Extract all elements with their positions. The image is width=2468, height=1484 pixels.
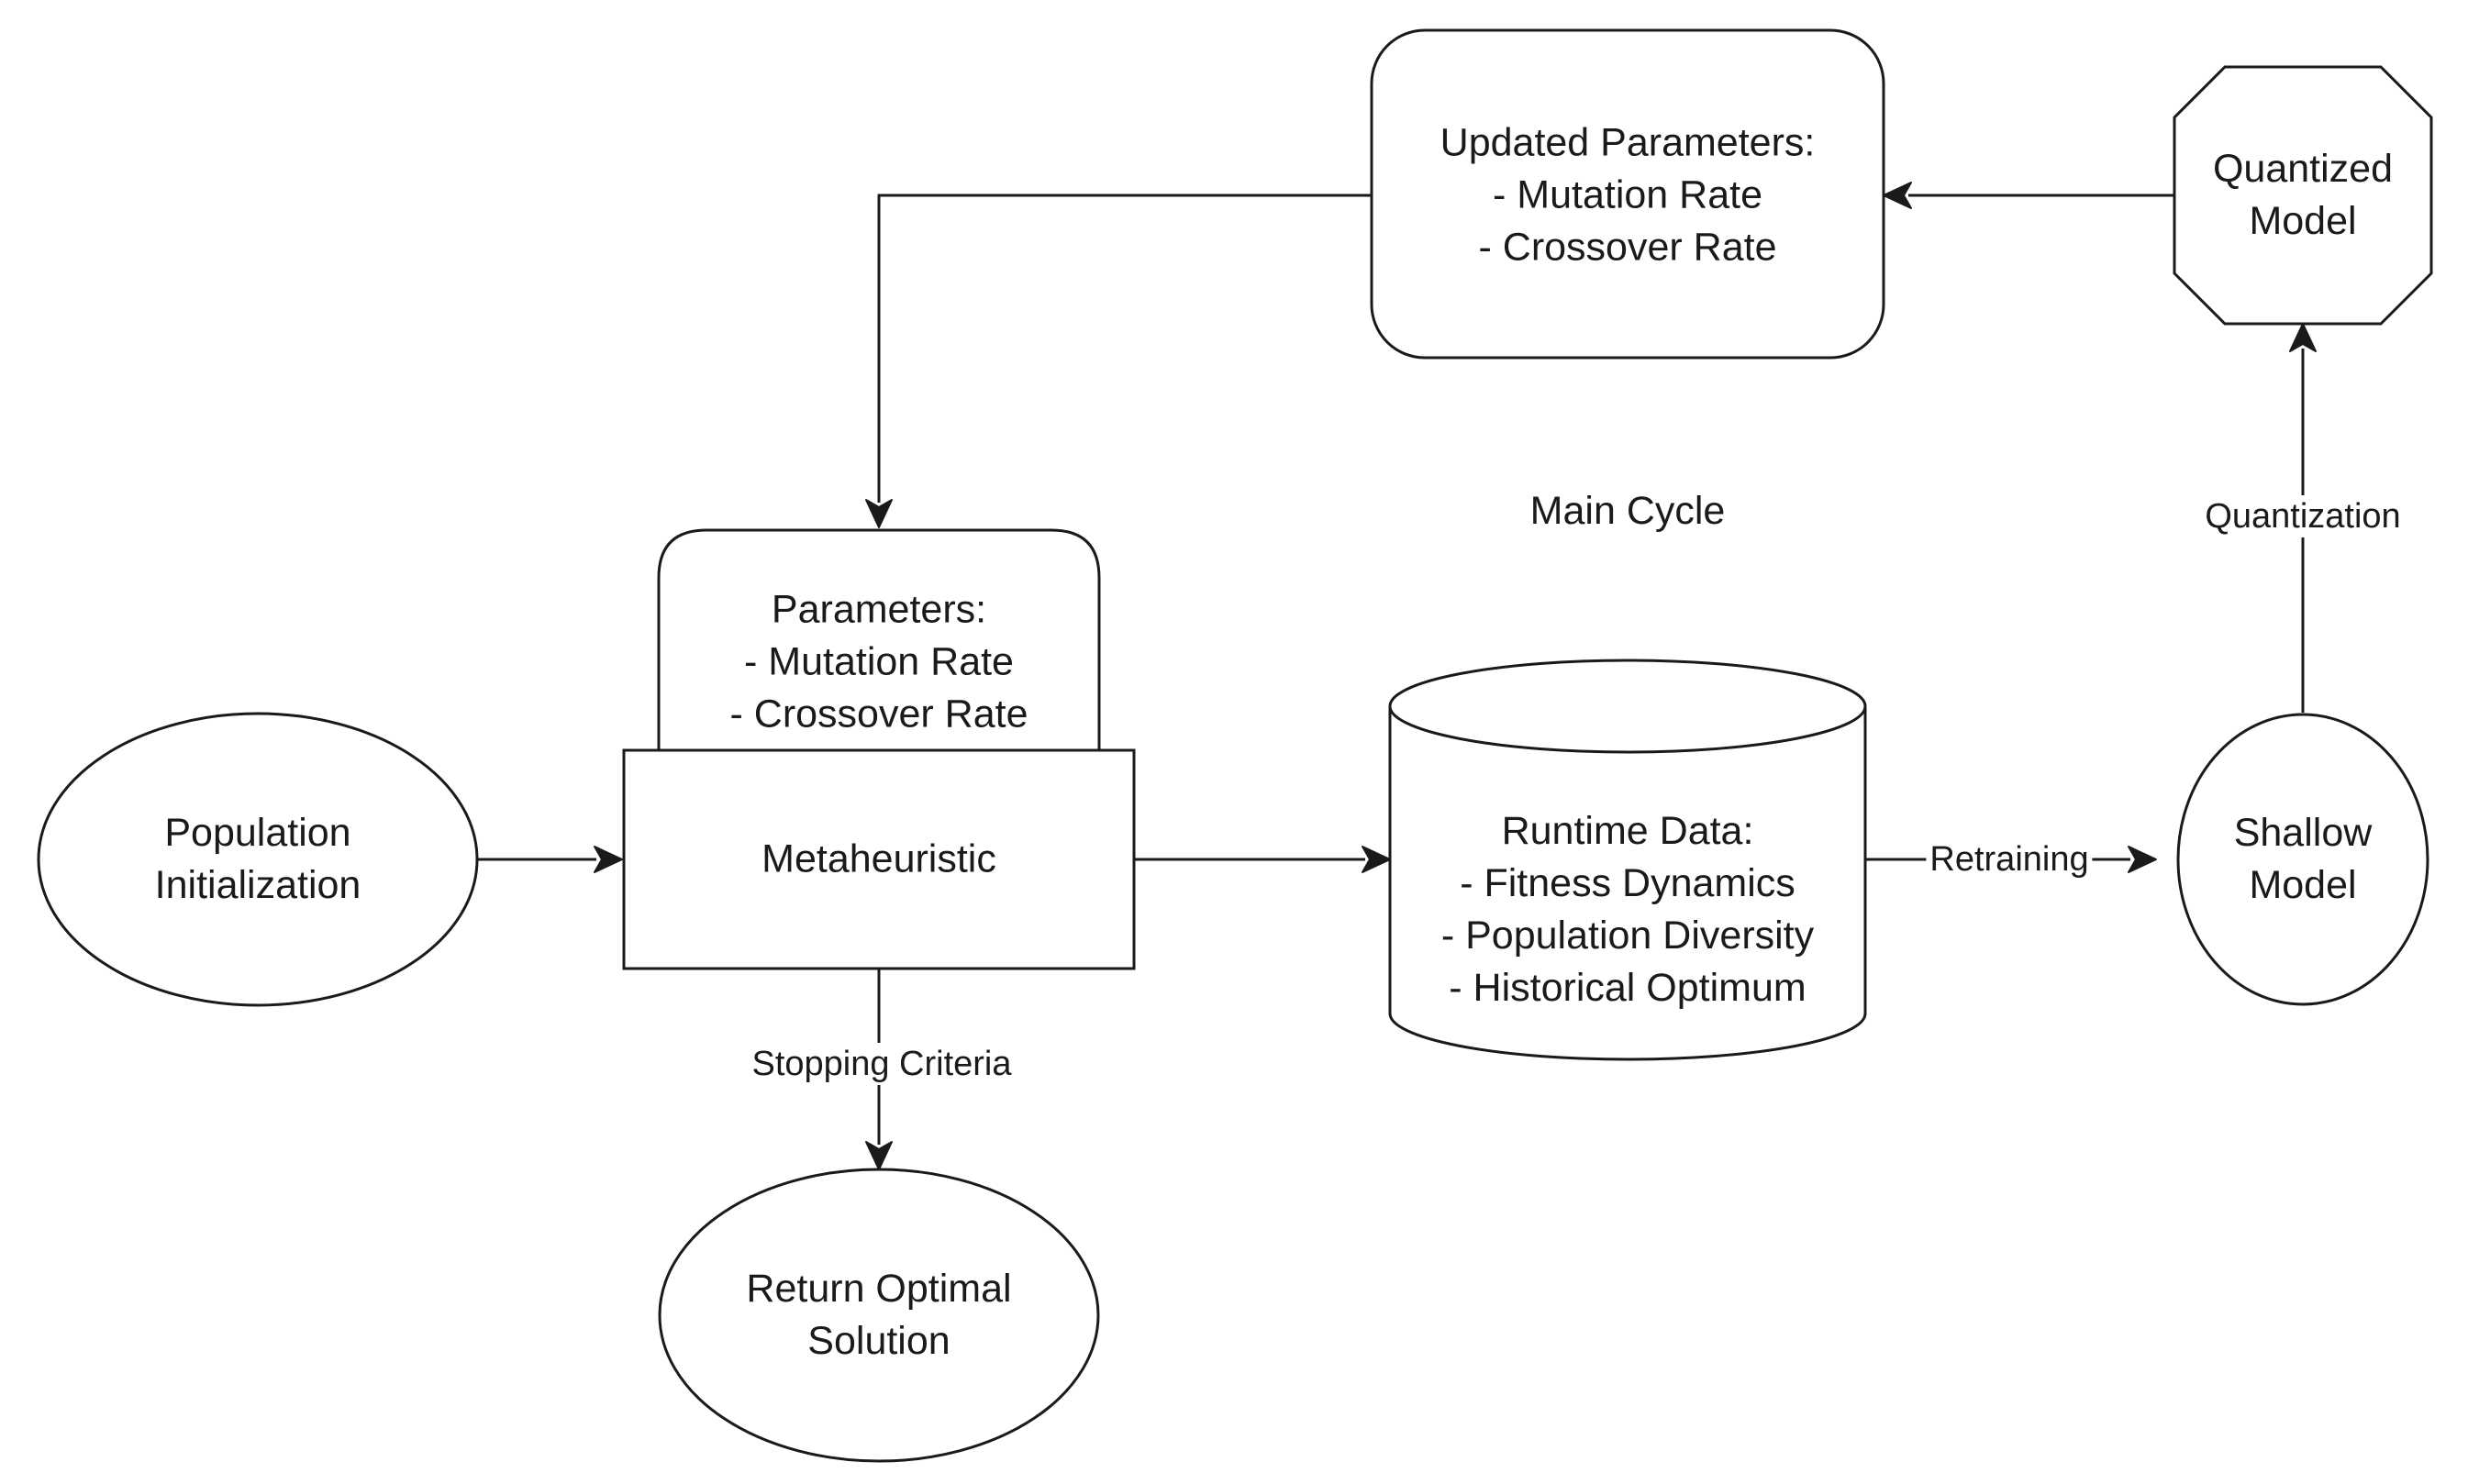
metaheuristic-node	[622, 748, 1136, 970]
retraining-edge-label: Retraining	[1926, 838, 2093, 880]
quantized-model-node	[2173, 65, 2433, 326]
parameters-label: Parameters: - Mutation Rate - Crossover …	[729, 587, 1028, 736]
quantization-edge-label: Quantization	[2201, 495, 2405, 537]
updated-parameters-node	[1370, 28, 1885, 360]
quantized-model-label: Quantized Model	[2212, 147, 2394, 243]
runtime-data-node	[1388, 659, 1867, 1061]
shallow-model-node	[2176, 713, 2429, 1006]
updated-parameters-label: Updated Parameters: - Mutation Rate - Cr…	[1440, 120, 1816, 270]
arrowhead-shallow-to-quantized-model	[2289, 323, 2317, 352]
parameters-node	[657, 528, 1101, 750]
arrowhead-quantized-to-updated-parameters	[1883, 182, 1912, 209]
shallow-model-label: Shallow Model	[2233, 811, 2373, 907]
arrowhead-metaheuristic-to-return-optimal	[865, 1141, 893, 1170]
main-cycle-annotation: Main Cycle	[1529, 489, 1726, 533]
runtime-data-label: Runtime Data: - Fitness Dynamics - Popul…	[1440, 809, 1815, 1010]
population-initialization-node	[37, 712, 479, 1007]
arrowhead-metaheuristic-to-runtime-data	[1362, 846, 1391, 873]
arrowhead-population-to-metaheuristic	[594, 846, 623, 873]
arrowhead-runtime-data-to-shallow-model	[2128, 846, 2157, 873]
stopping-criteria-edge-label: Stopping Criteria	[748, 1043, 1016, 1085]
arrowhead-updated-parameters-to-parameters	[865, 499, 893, 528]
return-optimal-solution-label: Return Optimal Solution	[746, 1267, 1012, 1363]
population-initialization-label: Population Initialization	[154, 811, 361, 907]
return-optimal-solution-node	[658, 1168, 1100, 1463]
edge-updated-parameters-to-parameters	[877, 194, 1372, 503]
metaheuristic-label: Metaheuristic	[762, 836, 996, 881]
